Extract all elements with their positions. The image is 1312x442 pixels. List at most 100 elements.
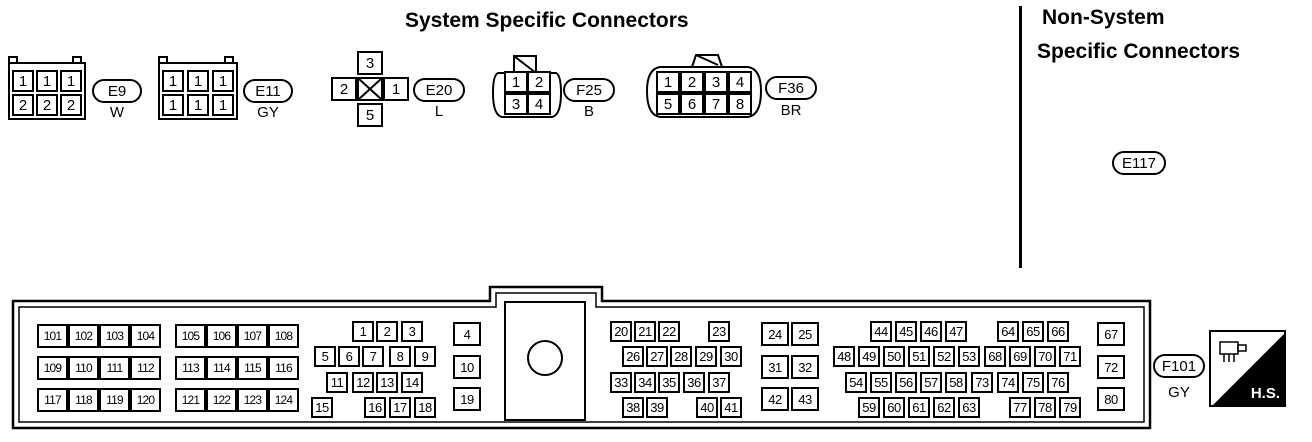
ecm-pin: 59 — [858, 397, 880, 418]
ecm-pin: 3 — [401, 321, 423, 342]
ecm-pin: 107 — [237, 324, 268, 348]
e11-color-label: GY — [257, 104, 279, 121]
ecm-housing — [11, 285, 1152, 430]
f36-pin: 1 — [656, 71, 680, 93]
ecm-pin: 21 — [634, 321, 656, 342]
e20-center-x — [357, 77, 383, 101]
f25-pin: 1 — [504, 71, 528, 93]
ecm-pin: 14 — [401, 372, 423, 393]
f101-color-label: GY — [1168, 384, 1190, 401]
ecm-pin: 6 — [338, 346, 360, 367]
ecm-pin: 64 — [997, 321, 1019, 342]
ecm-pin: 22 — [658, 321, 680, 342]
ecm-pin: 114 — [206, 356, 237, 380]
ecm-pin: 105 — [175, 324, 206, 348]
ecm-pin: 113 — [175, 356, 206, 380]
f36-pin: 8 — [728, 93, 752, 115]
ecm-pin: 74 — [997, 372, 1019, 393]
ecm-pin: 77 — [1009, 397, 1031, 418]
e9-id-badge: E9 — [92, 79, 142, 103]
e11-pin: 1 — [212, 70, 234, 92]
ecm-pin: 70 — [1034, 346, 1056, 367]
f36-color-label: BR — [780, 102, 802, 119]
e11-body — [158, 62, 238, 120]
ecm-pin: 55 — [870, 372, 892, 393]
system-specific-title: System Specific Connectors — [405, 9, 689, 32]
e9-body — [8, 62, 86, 120]
ecm-pin: 108 — [268, 324, 299, 348]
ecm-pin: 58 — [945, 372, 967, 393]
ecm-pin: 16 — [364, 397, 386, 418]
e20-pin-right: 1 — [383, 77, 409, 101]
ecm-pin: 78 — [1034, 397, 1056, 418]
ecm-pin: 79 — [1059, 397, 1081, 418]
ecm-pin: 80 — [1097, 387, 1125, 411]
f36-body — [645, 54, 763, 118]
ecm-pin: 33 — [610, 372, 632, 393]
f36-pin: 5 — [656, 93, 680, 115]
f25-color-label: B — [583, 103, 594, 120]
e20-cross-icon — [358, 78, 382, 100]
ecm-pin: 25 — [791, 322, 819, 346]
e9-pin: 2 — [36, 94, 58, 116]
ecm-pin: 40 — [696, 397, 718, 418]
f36-pin: 7 — [704, 93, 728, 115]
ecm-pin: 8 — [389, 346, 411, 367]
f25-pin: 2 — [527, 71, 551, 93]
f36-pin: 6 — [680, 93, 704, 115]
ecm-pin: 104 — [130, 324, 161, 348]
e20-color-label: L — [434, 103, 444, 120]
ecm-pin: 123 — [237, 388, 268, 412]
ecm-pin: 60 — [883, 397, 905, 418]
section-divider — [1019, 6, 1022, 268]
ecm-pin: 50 — [883, 346, 905, 367]
ecm-pin: 66 — [1047, 321, 1069, 342]
ecm-pin: 62 — [933, 397, 955, 418]
f25-id-badge: F25 — [563, 78, 615, 102]
ecm-pin: 111 — [99, 356, 130, 380]
ecm-pin: 57 — [920, 372, 942, 393]
ecm-pin: 19 — [453, 387, 481, 411]
ecm-pin: 31 — [761, 355, 789, 379]
ecm-pin: 39 — [646, 397, 668, 418]
ecm-pin: 65 — [1022, 321, 1044, 342]
ecm-pin: 53 — [958, 346, 980, 367]
ecm-pin: 106 — [206, 324, 237, 348]
f36-pin: 4 — [728, 71, 752, 93]
ecm-pin: 101 — [37, 324, 68, 348]
ecm-pin: 117 — [37, 388, 68, 412]
f101-id-badge: F101 — [1153, 354, 1205, 378]
ecm-pin: 17 — [389, 397, 411, 418]
ecm-pin: 27 — [646, 346, 668, 367]
e20-id-badge: E20 — [413, 78, 465, 102]
ecm-pin: 109 — [37, 356, 68, 380]
ecm-pin: 1 — [352, 321, 374, 342]
hs-triangle — [1211, 332, 1286, 407]
ecm-pin: 67 — [1097, 322, 1125, 346]
f36-pin: 2 — [680, 71, 704, 93]
ecm-pin: 56 — [895, 372, 917, 393]
ecm-pin: 9 — [414, 346, 436, 367]
e11-pin: 1 — [187, 70, 209, 92]
ecm-pin: 110 — [68, 356, 99, 380]
ecm-pin: 2 — [376, 321, 398, 342]
ecm-pin: 72 — [1097, 355, 1125, 379]
ecm-pin: 32 — [791, 355, 819, 379]
ecm-pin: 73 — [971, 372, 993, 393]
e9-pin: 2 — [60, 94, 82, 116]
ecm-pin: 26 — [622, 346, 644, 367]
ecm-pin: 42 — [761, 387, 789, 411]
e9-pin: 1 — [12, 70, 34, 92]
ecm-pin: 41 — [720, 397, 742, 418]
e11-pin: 1 — [212, 94, 234, 116]
ecm-pin: 120 — [130, 388, 161, 412]
ecm-pin: 37 — [708, 372, 730, 393]
hs-label: H.S. — [1250, 385, 1280, 402]
ecm-pin: 68 — [984, 346, 1006, 367]
ecm-pin: 20 — [610, 321, 632, 342]
hs-badge: H.S. — [1209, 330, 1286, 407]
ecm-pin: 54 — [845, 372, 867, 393]
non-system-title-line2: Specific Connectors — [1037, 40, 1241, 63]
e11-pin: 1 — [187, 94, 209, 116]
ecm-pin: 122 — [206, 388, 237, 412]
